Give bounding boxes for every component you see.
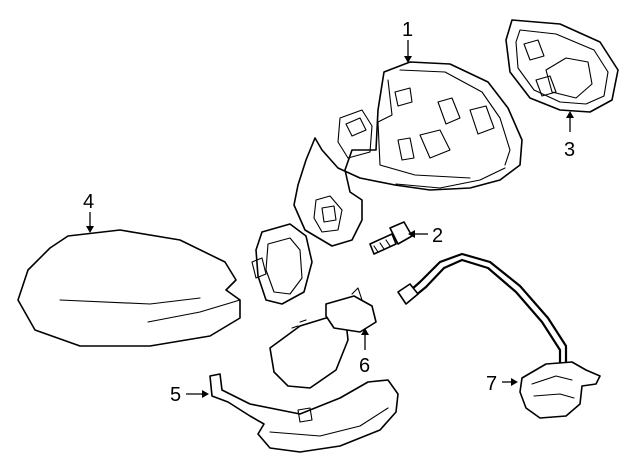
- lower-cover-bracket: [269, 287, 377, 389]
- mirror-cover: [17, 229, 241, 347]
- callout-7: 7: [486, 373, 497, 395]
- mounting-bolt: [369, 221, 413, 255]
- callout-5: 5: [170, 384, 181, 406]
- callout-4: 4: [83, 191, 94, 213]
- mirror-glass: [505, 19, 619, 113]
- callout-3: 3: [564, 139, 575, 161]
- callout-2: 2: [432, 225, 443, 247]
- turn-signal-lamp: [209, 373, 399, 453]
- callout-6: 6: [359, 355, 370, 377]
- callout-labels: 1 2 3 4 5 6 7: [83, 19, 575, 406]
- mirror-housing-assembly: [251, 61, 523, 305]
- wiring-harness-motor: [397, 252, 601, 419]
- leader-lines: [86, 40, 574, 398]
- callout-1: 1: [402, 19, 413, 41]
